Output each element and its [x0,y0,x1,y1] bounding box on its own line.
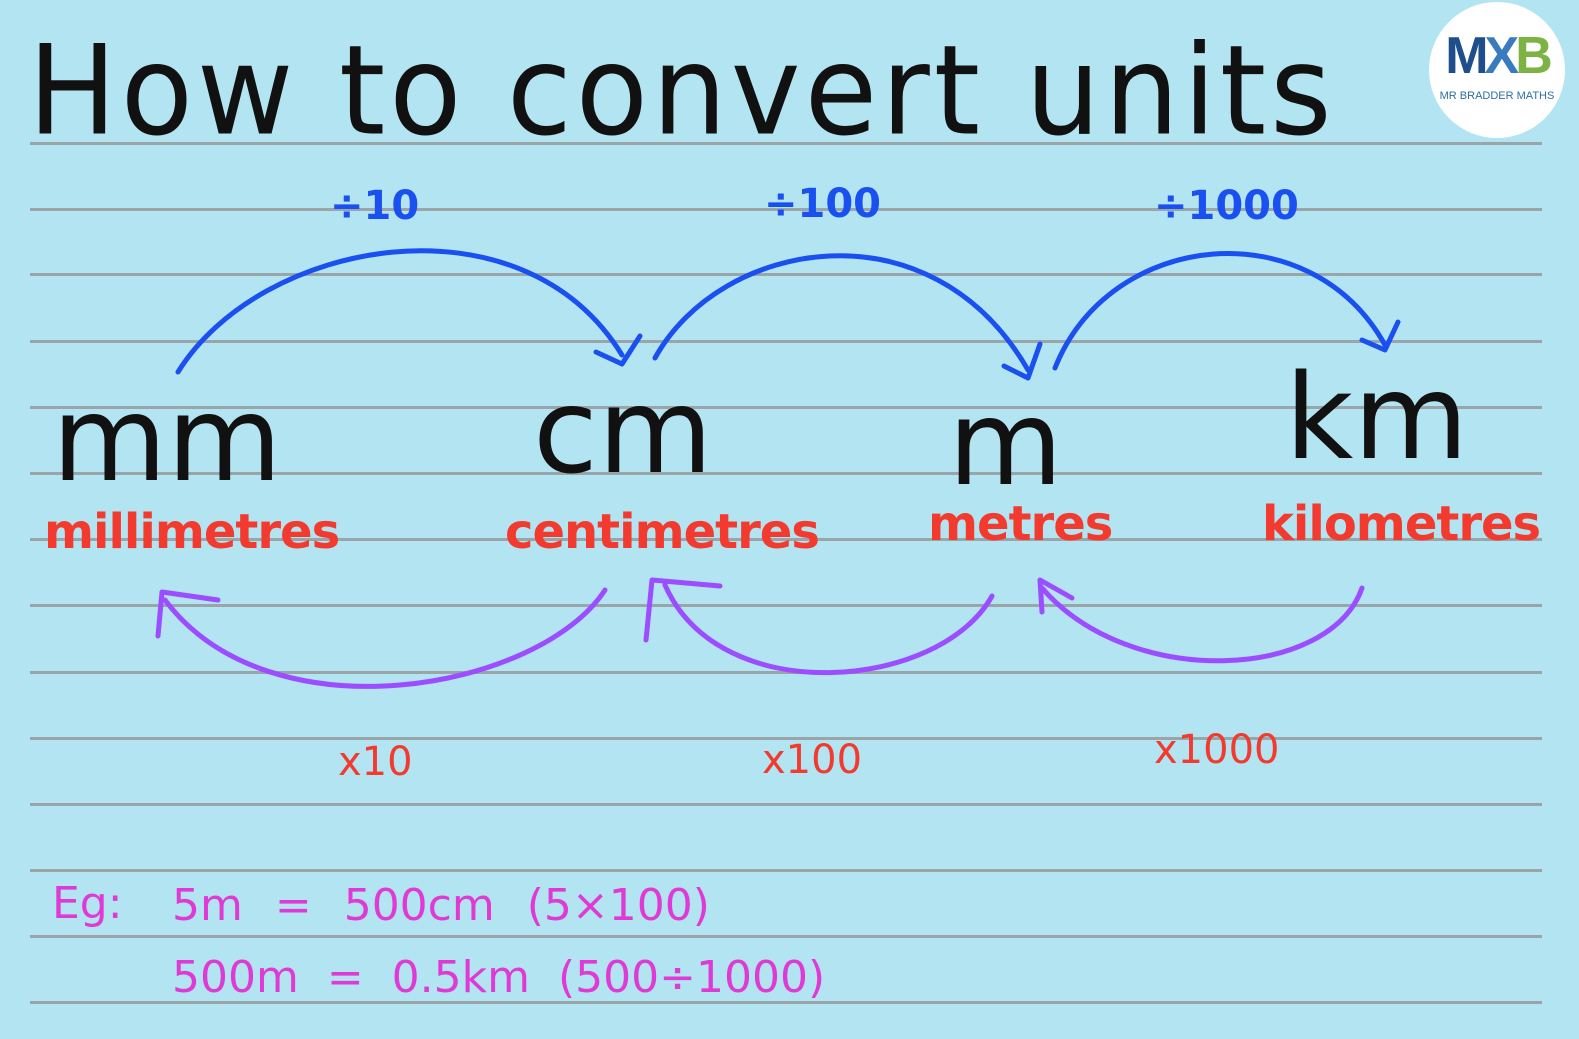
ruled-line [30,803,1542,806]
brand-logo: MXB MR BRADDER MATHS [1429,2,1565,138]
unit-symbol-km: km [1285,348,1469,486]
ruled-line [30,538,1542,541]
divide-label-m-km: ÷1000 [1154,183,1299,229]
arrowhead-km-to-m [1037,577,1075,615]
ruled-line [30,935,1542,938]
divide-arrows [175,248,1401,381]
ruled-line [30,869,1542,872]
multiply-arrows [155,577,1365,689]
arrowhead-cm-to-m [1001,341,1043,381]
unit-symbol-cm: cm [533,362,713,500]
ruled-line [30,406,1542,409]
example-line-1: 5m = 500cm (5×100) [172,880,710,931]
arrow-m-to-km [1052,251,1388,371]
arrow-mm-to-cm [175,248,625,375]
logo-caption: MR BRADDER MATHS [1439,90,1555,102]
unit-symbol-m: m [948,374,1063,512]
unit-name-millimetres: millimetres [44,504,340,560]
arrowhead-m-to-cm [643,577,723,643]
ruled-line [30,604,1542,607]
logo-letter-x: X [1484,27,1520,85]
example-prefix: Eg: [52,878,123,929]
logo-mark: MXB [1429,28,1565,84]
arrow-km-to-m [1039,585,1365,664]
divide-label-cm-m: ÷100 [764,181,882,227]
logo-letter-b: B [1515,27,1553,85]
ruled-line [30,472,1542,475]
ruled-line [30,737,1542,740]
logo-letter-m: M [1445,27,1488,85]
ruled-line [30,273,1542,276]
arrowhead-cm-to-mm [155,589,221,639]
unit-name-kilometres: kilometres [1262,496,1541,552]
ruled-line [30,208,1542,211]
ruled-line [30,142,1542,145]
unit-name-centimetres: centimetres [505,504,820,560]
multiply-label-cm-mm: x10 [338,739,413,785]
ruled-line [30,1001,1542,1004]
unit-name-metres: metres [928,496,1113,552]
example-line-2: 500m = 0.5km (500÷1000) [172,952,826,1003]
multiply-label-km-m: x1000 [1154,727,1280,773]
arrow-m-to-cm [662,582,995,676]
unit-symbol-mm: mm [52,370,282,508]
multiply-label-m-cm: x100 [762,737,863,783]
divide-label-mm-cm: ÷10 [330,183,420,229]
arrowhead-m-to-km [1359,319,1401,353]
arrow-cm-to-mm [162,587,608,689]
ruled-line [30,671,1542,674]
arrow-cm-to-m [652,253,1031,373]
ruled-line [30,340,1542,343]
page-title: How to convert units [28,18,1336,163]
arrowhead-mm-to-cm [593,333,643,367]
